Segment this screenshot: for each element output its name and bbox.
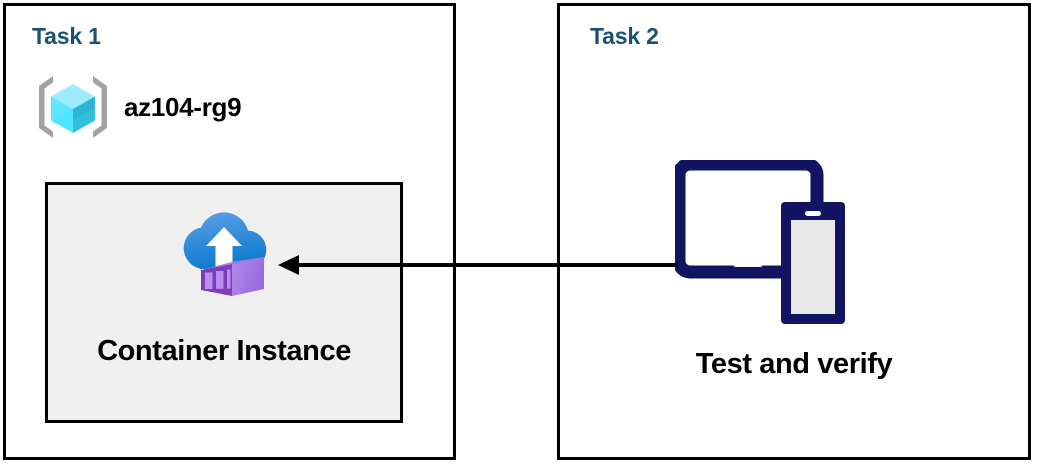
panel-task-1-title: Task 1: [32, 23, 101, 49]
container-instance-box: Container Instance: [45, 182, 403, 423]
resource-group-label: az104-rg9: [124, 91, 242, 122]
container-instance-label: Container Instance: [97, 335, 351, 367]
azure-container-instance-icon: [183, 212, 267, 296]
azure-resource-group-icon: [39, 76, 107, 138]
panel-task-1: Task 1 az104-rg9: [3, 3, 456, 460]
test-and-verify-label: Test and verify: [695, 348, 893, 380]
resource-group-row: az104-rg9: [34, 68, 242, 146]
panel-task-2-title: Task 2: [590, 23, 659, 49]
tablet-and-phone-icon: [675, 160, 845, 324]
